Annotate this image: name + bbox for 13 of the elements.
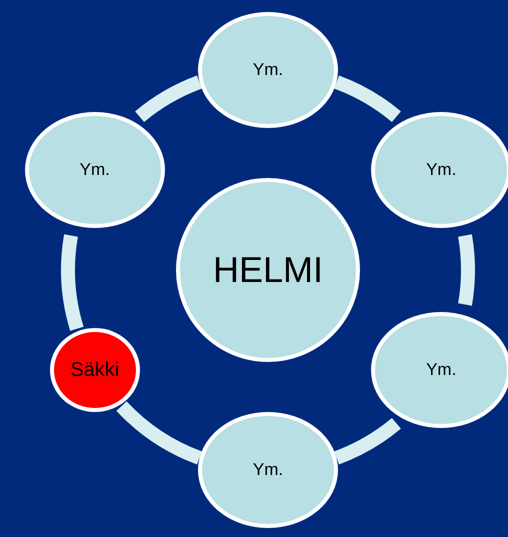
node-label: Ym. <box>252 460 284 480</box>
node-label: HELMI <box>212 249 324 291</box>
ring-segment <box>334 76 401 122</box>
node-label: Ym. <box>426 360 456 380</box>
node-label: Ym. <box>426 160 456 180</box>
ring-segment <box>458 234 475 306</box>
node-label: Säkki <box>70 358 120 382</box>
ring-segment <box>135 76 202 122</box>
ring-segment <box>334 418 401 464</box>
node-label: Ym. <box>80 160 110 180</box>
node-label: Ym. <box>252 60 284 80</box>
ring-segment <box>116 401 202 464</box>
ring-segment <box>61 234 84 330</box>
